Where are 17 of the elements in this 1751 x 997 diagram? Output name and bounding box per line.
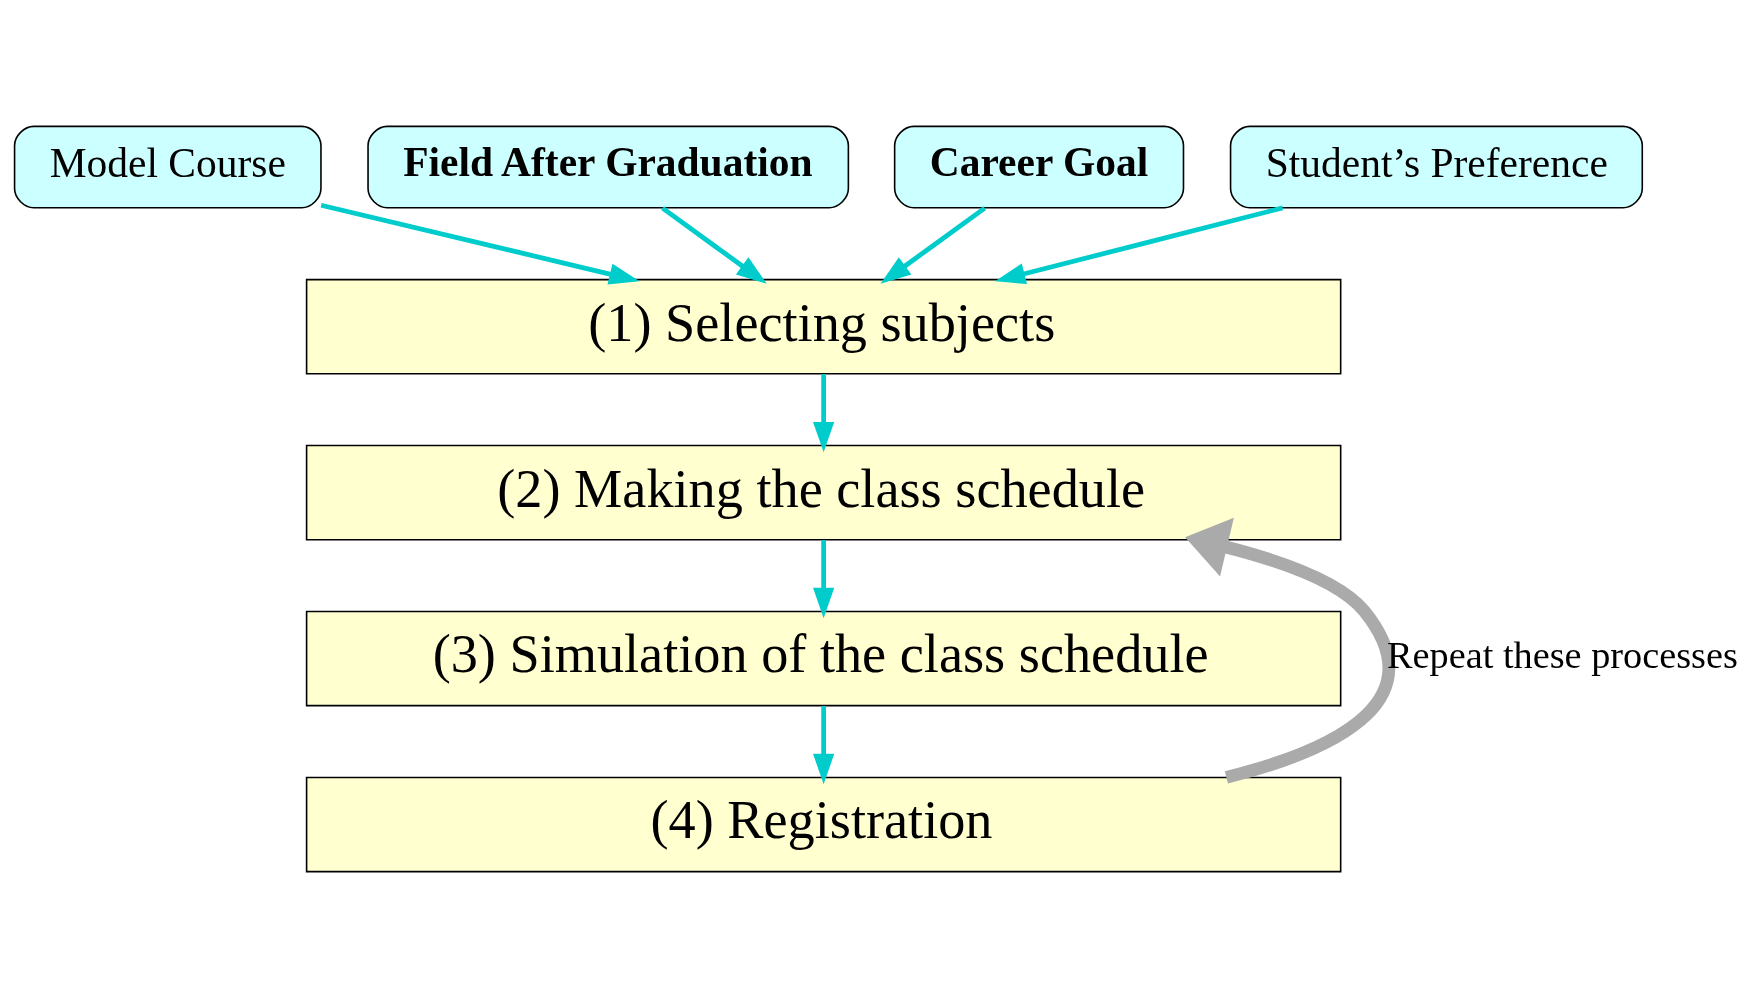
arrow (995, 205, 1284, 284)
arrow (1185, 517, 1396, 784)
arrow (880, 205, 987, 284)
node-box: (2) Making the class schedule (305, 444, 1342, 540)
arrow (661, 205, 767, 284)
edge-label: Repeat these processes (1387, 633, 1738, 676)
node-box: Career Goal (893, 125, 1185, 209)
node-box: (4) Registration (305, 776, 1342, 872)
arrow (813, 373, 835, 452)
arrow (813, 539, 835, 618)
node-box: (1) Selecting subjects (305, 278, 1342, 375)
node-box: (3) Simulation of the class schedule (305, 610, 1342, 706)
arrow (320, 202, 640, 284)
node-box: Model Course (13, 125, 322, 209)
node-box: Student’s Preference (1229, 125, 1644, 209)
arrow (813, 705, 835, 784)
node-box: Field After Graduation (367, 125, 850, 209)
